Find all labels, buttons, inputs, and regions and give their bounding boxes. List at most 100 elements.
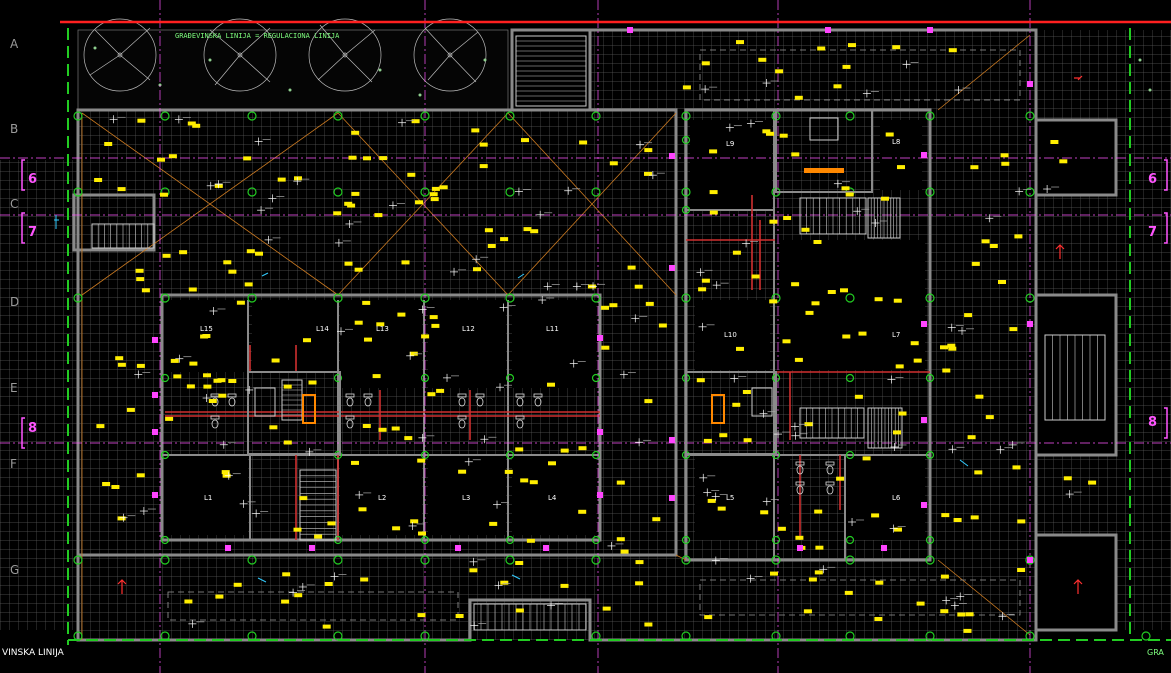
room-tag: [520, 478, 529, 483]
room-tag: [458, 469, 467, 474]
room-tag: [817, 46, 826, 51]
level-marker: [762, 79, 779, 88]
room-tag: [893, 298, 902, 303]
unit-label-l14: L14: [316, 325, 329, 333]
level-marker: [464, 457, 481, 466]
level-marker: [480, 435, 497, 444]
column: [591, 373, 601, 383]
axis-8-left: 8: [28, 421, 37, 436]
column: [591, 450, 601, 460]
level-marker: [762, 497, 779, 506]
room-tag: [431, 323, 440, 328]
room-tag: [362, 300, 371, 305]
row-axis-letters: A B C D E F G: [10, 37, 19, 577]
room-tag: [652, 517, 661, 522]
room-tag: [833, 84, 842, 89]
row-axis-d: D: [10, 295, 19, 309]
room-tag: [479, 164, 488, 169]
room-tag: [487, 244, 496, 248]
level-marker: [1065, 490, 1082, 499]
level-marker: [134, 370, 151, 379]
drain-marker: [627, 27, 633, 33]
level-marker: [699, 473, 716, 482]
room-tag: [397, 312, 406, 317]
room-tag: [417, 458, 426, 463]
level-marker: [538, 296, 555, 305]
column: [925, 373, 935, 383]
room-tag: [407, 172, 416, 177]
level-marker: [950, 601, 967, 610]
level-marker: [589, 282, 606, 291]
level-marker: [175, 354, 192, 363]
level-marker: [862, 89, 879, 98]
room-tag: [602, 606, 611, 611]
room-tag: [111, 485, 120, 489]
unit-label-l6: L6: [892, 494, 901, 502]
level-marker: [985, 214, 1002, 223]
unit-label-l9: L9: [726, 140, 734, 148]
room-tag: [293, 527, 302, 532]
unit-label-l3: L3: [462, 494, 470, 502]
room-tag: [200, 334, 209, 339]
room-tag: [854, 394, 863, 399]
column: [1025, 187, 1035, 197]
columns: [73, 111, 1151, 641]
room-tag: [578, 446, 587, 451]
room-tag: [895, 364, 904, 369]
room-tag: [1009, 327, 1018, 332]
room-tag: [327, 521, 336, 526]
column: [247, 631, 257, 641]
room-tag: [379, 156, 388, 161]
column: [681, 535, 691, 545]
room-tag: [981, 239, 990, 244]
room-tag: [429, 315, 438, 320]
drain-marker: [225, 545, 231, 551]
room-tag: [228, 269, 237, 274]
room-tag: [963, 628, 972, 633]
bottom-right-label: GRA: [1147, 648, 1164, 657]
drain-marker: [309, 545, 315, 551]
stair-flight: [867, 197, 901, 239]
column: [1025, 111, 1035, 121]
level-marker: [648, 171, 665, 180]
column: [1025, 631, 1035, 641]
level-marker: [759, 409, 776, 418]
room-tag: [707, 498, 716, 503]
room-tag: [294, 593, 303, 598]
column: [1025, 293, 1035, 303]
sanitary-fixture: [825, 481, 835, 495]
room-tag: [404, 436, 413, 441]
level-marker: [853, 207, 870, 216]
unit-label-l4: L4: [548, 494, 557, 502]
room-tag: [898, 411, 907, 416]
room-tag: [244, 282, 253, 287]
room-tag: [96, 424, 105, 429]
stair-flight: [867, 407, 903, 449]
room-tag: [344, 261, 353, 266]
column: [771, 631, 781, 641]
room-tag: [391, 426, 400, 431]
room-tag: [842, 334, 851, 339]
room-tag: [871, 513, 880, 518]
column: [925, 535, 935, 545]
room-tag: [620, 549, 629, 554]
level-marker: [871, 218, 888, 227]
room-tag: [803, 609, 812, 614]
sanitary-fixture: [795, 481, 805, 495]
room-tag: [170, 358, 179, 363]
drain-marker: [669, 437, 675, 443]
column: [420, 373, 430, 383]
room-tag: [698, 287, 707, 292]
room-tag: [658, 323, 667, 328]
room-tag: [645, 301, 654, 306]
level-markers: [109, 60, 1082, 630]
axis-6-left: 6: [28, 172, 37, 187]
room-tag: [957, 612, 966, 617]
level-marker: [289, 588, 306, 597]
level-marker: [890, 442, 907, 451]
level-marker: [547, 601, 564, 610]
sanitary-fixture: [515, 393, 525, 407]
column: [160, 111, 170, 121]
